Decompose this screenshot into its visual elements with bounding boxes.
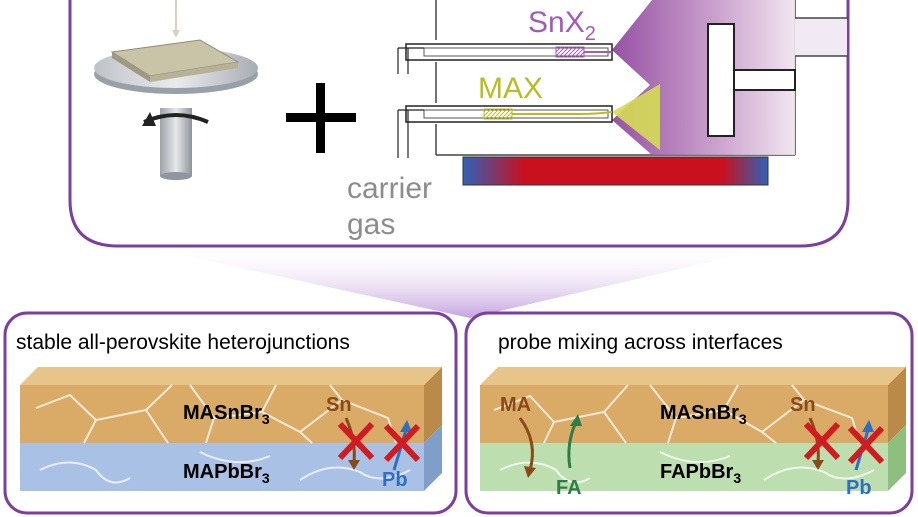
cross-icon-sn-right — [803, 421, 841, 461]
cross-icon-pb-right — [847, 425, 885, 465]
ion-label-fa: FA — [556, 477, 582, 499]
ion-label-sn-left: Sn — [326, 394, 352, 416]
panel-left-title: stable all-perovskite heterojunctions — [16, 331, 350, 354]
max-vapor-cone — [612, 84, 660, 150]
heterojunction-slab-left — [20, 367, 442, 491]
panel-right-frame — [464, 311, 914, 515]
precursor-snx2-label: SnX2 — [528, 6, 596, 45]
ion-label-sn-right: Sn — [790, 394, 816, 416]
funnel-gradient — [150, 248, 770, 318]
substrate-holder — [707, 23, 735, 137]
layer-label-fapbbr3: FAPbBr3 — [660, 461, 741, 486]
panel-right-title: probe mixing across interfaces — [498, 331, 783, 354]
cross-icon-sn-left — [337, 421, 375, 461]
cross-icon-pb-left — [383, 423, 421, 463]
layer-label-masnbr3-left: MASnBr3 — [183, 402, 270, 427]
plus-sign — [286, 83, 356, 153]
ion-label-pb-right: Pb — [846, 477, 872, 499]
ion-label-pb-left: Pb — [382, 469, 408, 491]
holder-rod — [733, 69, 796, 91]
top-panel-frame — [68, 0, 850, 248]
source-tube-max — [397, 105, 613, 158]
panel-left-frame — [3, 311, 458, 515]
spin-coater-icon — [94, 0, 258, 180]
layer-label-mapbbr3: MAPbBr3 — [183, 461, 270, 486]
deposition-chamber — [435, 0, 848, 186]
ion-label-ma: MA — [500, 394, 531, 416]
precursor-max-label: MAX — [478, 72, 543, 105]
carrier-gas-label-line1: carrier — [347, 172, 432, 205]
mixing-arrows — [518, 414, 582, 478]
source-tube-snx2 — [397, 43, 613, 74]
carrier-gas-label-line2: gas — [347, 208, 395, 241]
layer-label-masnbr3-right: MASnBr3 — [660, 402, 747, 427]
hot-plate — [462, 156, 769, 186]
heterojunction-slab-right — [480, 367, 906, 491]
